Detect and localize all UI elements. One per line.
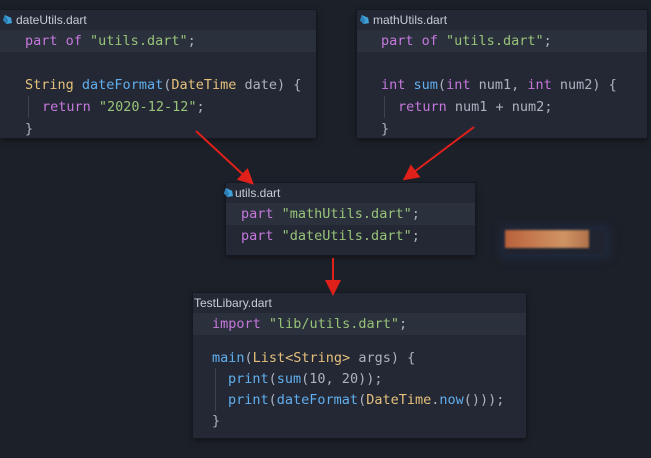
type-name: DateTime <box>366 392 432 408</box>
type-name: List<String> <box>252 350 351 366</box>
punctuation: ( <box>268 371 277 387</box>
code-text: args) { <box>350 350 416 366</box>
code-line: } <box>0 118 316 140</box>
math-utils-title[interactable]: mathUtils.dart <box>357 10 647 30</box>
file-name: TestLibary.dart <box>194 296 272 310</box>
type-name: int <box>381 77 406 93</box>
type-name: String <box>25 77 74 93</box>
keyword: return <box>42 99 91 115</box>
string-literal: "lib/utils.dart" <box>268 316 399 332</box>
function-name: main <box>212 350 245 366</box>
code-line: } <box>357 118 647 140</box>
code-text: ())); <box>463 392 505 408</box>
string-literal: "dateUtils.dart" <box>281 228 412 244</box>
file-name: mathUtils.dart <box>373 13 448 27</box>
punctuation: . <box>431 392 440 408</box>
function-name: dateFormat <box>81 77 164 93</box>
string-literal: "utils.dart" <box>90 33 188 49</box>
code-line: return num1 + num2; <box>357 96 647 118</box>
math-utils-panel: mathUtils.dart part of "utils.dart"; int… <box>357 10 647 138</box>
function-name: print <box>228 392 269 408</box>
code-line: print(dateFormat(DateTime.now())); <box>193 389 526 411</box>
string-literal: "utils.dart" <box>446 33 544 49</box>
string-literal: "mathUtils.dart" <box>281 206 412 222</box>
closing-brace: } <box>381 121 390 137</box>
file-name: dateUtils.dart <box>16 13 87 27</box>
type-name: int <box>446 77 471 93</box>
punctuation: ( <box>244 350 253 366</box>
redacted-watermark <box>505 230 605 254</box>
code-line: part "dateUtils.dart"; <box>226 225 475 247</box>
dart-icon <box>360 15 369 24</box>
indent-guide <box>384 96 385 118</box>
keyword: part of <box>381 33 438 49</box>
code-line: return "2020-12-12"; <box>0 96 316 118</box>
code-text: date) { <box>236 77 302 93</box>
redacted-bar <box>505 230 589 248</box>
keyword: part <box>241 228 274 244</box>
code-line: int sum(int num1, int num2) { <box>357 74 647 96</box>
code-line: part of "utils.dart"; <box>0 30 316 52</box>
punctuation: ( <box>163 77 172 93</box>
test-library-panel: TestLibary.dart import "lib/utils.dart";… <box>193 293 526 438</box>
punctuation: ; <box>411 206 420 222</box>
closing-brace: } <box>25 121 34 137</box>
function-name: dateFormat <box>276 392 359 408</box>
utils-panel: utils.dart part "mathUtils.dart"; part "… <box>224 183 475 255</box>
test-library-title[interactable]: TestLibary.dart <box>193 293 526 313</box>
code-line: part "mathUtils.dart"; <box>226 203 475 225</box>
punctuation: ( <box>268 392 277 408</box>
code-line: part of "utils.dart"; <box>357 30 647 52</box>
code-line: String dateFormat(DateTime date) { <box>0 74 316 96</box>
code-line: import "lib/utils.dart"; <box>193 313 526 335</box>
punctuation: ( <box>437 77 447 93</box>
punctuation: ( <box>358 392 367 408</box>
code-text: num1, <box>470 77 528 93</box>
code-line: main(List<String> args) { <box>193 347 526 369</box>
function-name: sum <box>276 371 302 387</box>
keyword: part <box>241 206 274 222</box>
function-name: sum <box>413 77 438 93</box>
date-utils-title[interactable]: dateUtils.dart <box>0 10 316 30</box>
punctuation: ; <box>196 99 205 115</box>
indent-guide <box>28 96 29 118</box>
punctuation: ; <box>187 33 196 49</box>
indent-guide <box>215 368 216 411</box>
code-text: num1 + num2; <box>446 99 553 115</box>
utils-title[interactable]: utils.dart <box>224 183 475 203</box>
type-name: int <box>527 77 552 93</box>
dart-icon <box>3 15 12 24</box>
code-line: } <box>193 410 526 432</box>
keyword: return <box>398 99 447 115</box>
date-utils-panel: dateUtils.dart part of "utils.dart"; Str… <box>0 10 316 138</box>
punctuation: ; <box>398 316 408 332</box>
closing-brace: } <box>212 413 221 429</box>
code-text: (10, 20)); <box>301 371 383 387</box>
string-literal: "2020-12-12" <box>98 99 197 115</box>
type-name: DateTime <box>171 77 237 93</box>
function-name: now <box>439 392 464 408</box>
punctuation: ; <box>543 33 552 49</box>
file-name: utils.dart <box>235 186 281 200</box>
keyword: import <box>212 316 261 332</box>
function-name: print <box>228 371 269 387</box>
punctuation: ; <box>411 228 420 244</box>
dart-icon <box>224 188 233 197</box>
code-text: num2) { <box>551 77 617 93</box>
code-line: print(sum(10, 20)); <box>193 368 526 390</box>
keyword: part of <box>25 33 82 49</box>
